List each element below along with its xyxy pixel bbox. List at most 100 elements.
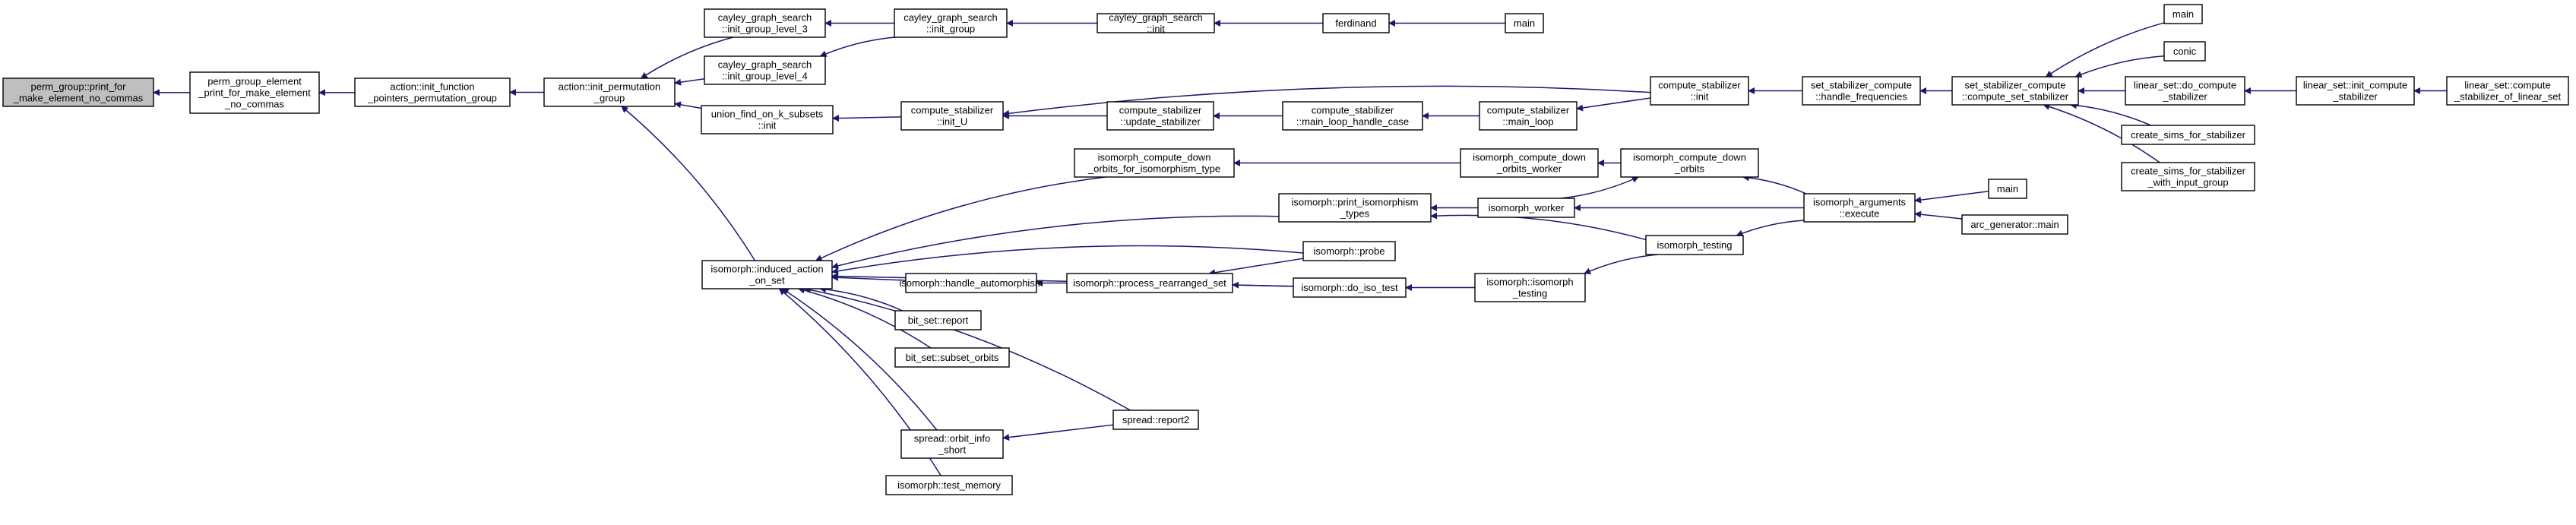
graph-node-cgsig[interactable]: cayley_graph_search::init_group xyxy=(894,8,1008,38)
node-box[interactable] xyxy=(894,310,982,330)
graph-node-aip[interactable]: action::init_permutation_group xyxy=(543,77,676,107)
graph-node-root[interactable]: perm_group::print_for_make_element_no_co… xyxy=(2,77,154,107)
graph-node-ufk[interactable]: union_find_on_k_subsets::init xyxy=(701,105,834,134)
graph-node-cgs4[interactable]: cayley_graph_search::init_group_level_4 xyxy=(704,55,826,85)
node-box[interactable] xyxy=(1988,179,2027,199)
node-box[interactable] xyxy=(1650,76,1749,106)
node-box[interactable] xyxy=(1505,13,1544,33)
graph-node-pge[interactable]: perm_group_element_print_for_make_elemen… xyxy=(189,71,320,114)
graph-node-main2[interactable]: main xyxy=(2163,4,2203,24)
node-box[interactable] xyxy=(704,55,826,85)
node-box[interactable] xyxy=(704,8,826,38)
node-box[interactable] xyxy=(1097,13,1215,33)
node-box[interactable] xyxy=(1479,101,1578,131)
graph-node-iha[interactable]: isomorph::handle_automorphism xyxy=(899,273,1043,293)
node-box[interactable] xyxy=(1460,148,1599,178)
graph-node-cgs3[interactable]: cayley_graph_search::init_group_level_3 xyxy=(704,8,826,38)
node-box[interactable] xyxy=(701,105,834,134)
node-box[interactable] xyxy=(2125,76,2245,106)
graph-node-itest[interactable]: isomorph_testing xyxy=(1645,235,1744,255)
node-box[interactable] xyxy=(1106,101,1214,131)
call-edge-csfswig-to-sscss xyxy=(2043,103,2160,163)
graph-node-cgsi[interactable]: cayley_graph_search::init xyxy=(1097,12,1215,35)
node-box[interactable] xyxy=(1474,273,1586,302)
call-edge-bsr-to-ias xyxy=(818,286,903,312)
node-box[interactable] xyxy=(1645,235,1744,255)
graph-node-sois[interactable]: spread::orbit_info_short xyxy=(900,429,1004,459)
graph-node-bsr[interactable]: bit_set::report xyxy=(894,310,982,330)
node-box[interactable] xyxy=(354,77,511,107)
node-box[interactable] xyxy=(2446,76,2569,106)
graph-node-main3[interactable]: main xyxy=(1988,179,2027,199)
node-box[interactable] xyxy=(900,101,1004,131)
node-label-line: _orbits_worker xyxy=(1496,163,1562,175)
graph-node-lscs[interactable]: linear_set::compute_stabilizer_of_linear… xyxy=(2446,76,2569,106)
node-box[interactable] xyxy=(1802,76,1921,106)
graph-node-sschf[interactable]: set_stabilizer_compute::handle_frequenci… xyxy=(1802,76,1921,106)
graph-node-bsso[interactable]: bit_set::subset_orbits xyxy=(894,347,1010,368)
graph-node-ipit[interactable]: isomorph::print_isomorphism_types xyxy=(1278,193,1432,223)
node-box[interactable] xyxy=(2,77,154,107)
call-edge-main3-to-iae xyxy=(1914,190,1989,204)
graph-node-csus[interactable]: compute_stabilizer::update_stabilizer xyxy=(1106,101,1214,131)
node-box[interactable] xyxy=(543,77,676,107)
graph-node-iit[interactable]: isomorph::isomorph_testing xyxy=(1474,273,1586,302)
graph-node-aif[interactable]: action::init_function_pointers_permutati… xyxy=(354,77,511,107)
graph-node-iprs[interactable]: isomorph::process_rearranged_set xyxy=(1066,273,1233,293)
node-box[interactable] xyxy=(905,273,1037,293)
graph-node-ferd[interactable]: ferdinand xyxy=(1322,13,1390,33)
graph-node-sr2[interactable]: spread::report2 xyxy=(1112,410,1199,430)
node-label-line: _no_commas xyxy=(224,99,285,110)
graph-node-idit[interactable]: isomorph::do_iso_test xyxy=(1293,277,1407,298)
graph-node-csiu[interactable]: compute_stabilizer::init_U xyxy=(900,101,1004,131)
graph-node-iae[interactable]: isomorph_arguments::execute xyxy=(1803,193,1916,223)
graph-node-csinit[interactable]: compute_stabilizer::init xyxy=(1650,76,1749,106)
node-box[interactable] xyxy=(1322,13,1390,33)
graph-node-itm[interactable]: isomorph::test_memory xyxy=(885,475,1013,495)
node-box[interactable] xyxy=(1951,76,2079,106)
graph-node-csmlh[interactable]: compute_stabilizer::main_loop_handle_cas… xyxy=(1282,101,1423,131)
node-box[interactable] xyxy=(2163,4,2203,24)
graph-node-csfswig[interactable]: create_sims_for_stabilizer_with_input_gr… xyxy=(2121,162,2255,191)
node-box[interactable] xyxy=(701,260,833,289)
node-box[interactable] xyxy=(1278,193,1432,223)
node-box[interactable] xyxy=(1961,214,2068,235)
node-label-line: _make_element_no_commas xyxy=(13,93,144,104)
node-box[interactable] xyxy=(1074,148,1235,178)
node-box[interactable] xyxy=(1066,273,1233,293)
node-box[interactable] xyxy=(2121,162,2255,191)
graph-node-agm[interactable]: arc_generator::main xyxy=(1961,214,2068,235)
node-box[interactable] xyxy=(1112,410,1199,430)
graph-node-lsic[interactable]: linear_set::init_compute_stabilizer xyxy=(2296,76,2415,106)
node-box[interactable] xyxy=(2296,76,2415,106)
node-box[interactable] xyxy=(1477,198,1575,218)
graph-node-main1[interactable]: main xyxy=(1505,13,1544,33)
node-box[interactable] xyxy=(894,8,1008,38)
node-box[interactable] xyxy=(900,429,1004,459)
node-box[interactable] xyxy=(1803,193,1916,223)
graph-node-lsdc[interactable]: linear_set::do_compute_stabilizer xyxy=(2125,76,2245,106)
graph-node-icdow[interactable]: isomorph_compute_down_orbits_worker xyxy=(1460,148,1599,178)
node-label-line: cayley_graph_search xyxy=(718,12,812,24)
node-box[interactable] xyxy=(1620,148,1759,178)
graph-node-csml[interactable]: compute_stabilizer::main_loop xyxy=(1479,101,1578,131)
node-box[interactable] xyxy=(2121,125,2255,145)
graph-node-ias[interactable]: isomorph::induced_action_on_set xyxy=(701,260,833,289)
node-box[interactable] xyxy=(894,347,1010,368)
graph-node-icdoi[interactable]: isomorph_compute_down_orbits_for_isomorp… xyxy=(1074,148,1235,178)
graph-node-sscss[interactable]: set_stabilizer_compute::compute_set_stab… xyxy=(1951,76,2079,106)
node-box[interactable] xyxy=(2163,41,2206,62)
node-label-line: ::compute_set_stabilizer xyxy=(1962,91,2069,103)
graph-node-icdo[interactable]: isomorph_compute_down_orbits xyxy=(1620,148,1759,178)
node-label-line: _pointers_permutation_group xyxy=(367,93,497,104)
node-box[interactable] xyxy=(1282,101,1423,131)
node-label-line: ::init_U xyxy=(937,116,967,128)
node-box[interactable] xyxy=(885,475,1013,495)
graph-node-conic[interactable]: conic xyxy=(2163,41,2206,62)
graph-node-csfs[interactable]: create_sims_for_stabilizer xyxy=(2121,125,2255,145)
node-box[interactable] xyxy=(189,71,320,114)
graph-node-iprobe[interactable]: isomorph::probe xyxy=(1302,241,1396,261)
node-box[interactable] xyxy=(1293,277,1407,298)
node-box[interactable] xyxy=(1302,241,1396,261)
graph-node-iw[interactable]: isomorph_worker xyxy=(1477,198,1575,218)
